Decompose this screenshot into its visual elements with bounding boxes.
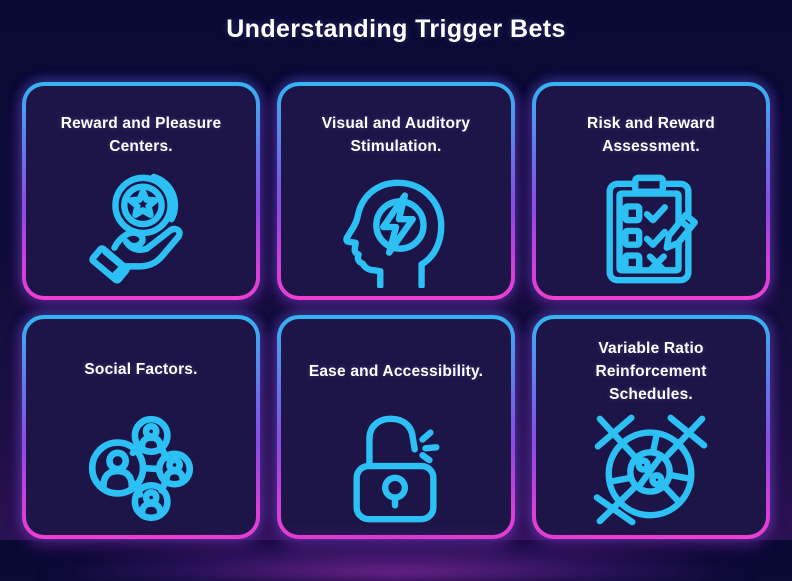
card-title: Visual and Auditory Stimulation.	[321, 115, 471, 155]
roulette-percent-wheel-icon	[593, 414, 708, 526]
card-title: Social Factors.	[84, 360, 198, 378]
card-title: Variable Ratio Reinforcement Schedules.	[595, 339, 707, 403]
cards-grid: Reward and Pleasure Centers. Visual an	[22, 82, 770, 539]
page-title: Understanding Trigger Bets	[226, 15, 566, 43]
people-network-icon	[88, 415, 194, 522]
card-visual-auditory-stimulation: Visual and Auditory Stimulation.	[277, 82, 515, 300]
hand-coin-star-icon	[89, 173, 183, 284]
clipboard-checklist-pencil-icon	[606, 174, 699, 284]
card-risk-reward-assessment: Risk and Reward Assessment.	[532, 82, 770, 300]
card-reward-pleasure-centers: Reward and Pleasure Centers.	[22, 82, 260, 300]
open-padlock-icon	[353, 415, 440, 523]
card-variable-ratio-reinforcement: Variable Ratio Reinforcement Schedules.	[532, 315, 770, 539]
card-social-factors: Social Factors.	[22, 315, 260, 539]
card-title: Risk and Reward Assessment.	[587, 115, 715, 155]
card-title: Ease and Accessibility.	[308, 362, 484, 380]
card-ease-accessibility: Ease and Accessibility.	[277, 315, 515, 539]
card-title: Reward and Pleasure Centers.	[60, 115, 222, 155]
head-lightning-icon	[343, 179, 445, 288]
